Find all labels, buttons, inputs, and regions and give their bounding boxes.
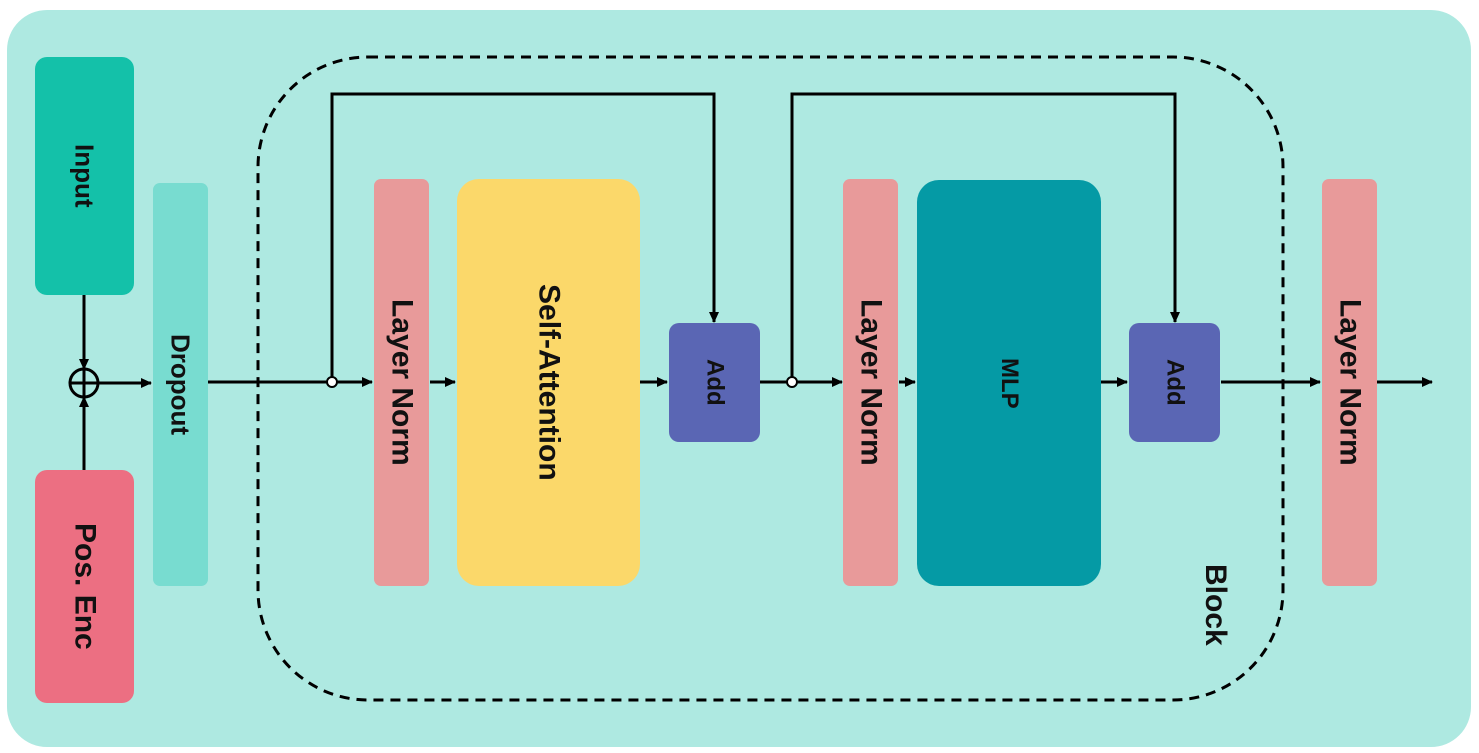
layer-norm-2-label: Layer Norm	[854, 299, 888, 466]
pos-enc-box: Pos. Enc	[35, 470, 134, 703]
input-label: Input	[69, 144, 100, 208]
block-boundary	[256, 55, 1285, 702]
input-box: Input	[35, 57, 134, 295]
self-attention-label: Self-Attention	[532, 284, 566, 481]
final-layer-norm-box: Layer Norm	[1322, 179, 1377, 586]
mlp-label: MLP	[996, 357, 1023, 409]
layer-norm-2-box: Layer Norm	[843, 179, 898, 586]
add-2-box: Add	[1129, 323, 1220, 442]
block-label-container: Block	[1195, 550, 1235, 660]
sum-icon	[68, 367, 100, 399]
dropout-label: Dropout	[165, 333, 196, 436]
layer-norm-1-box: Layer Norm	[374, 179, 429, 586]
self-attention-box: Self-Attention	[457, 179, 640, 586]
branch-point-2	[786, 376, 798, 388]
mlp-box: MLP	[917, 180, 1101, 586]
skip-connection-1	[330, 92, 719, 382]
branch-point-1	[326, 376, 338, 388]
final-layer-norm-label: Layer Norm	[1333, 299, 1367, 466]
skip-connection-2	[790, 92, 1180, 382]
block-label: Block	[1199, 564, 1232, 646]
pos-enc-label: Pos. Enc	[68, 523, 102, 650]
dropout-box: Dropout	[153, 183, 208, 586]
add-1-box: Add	[669, 323, 760, 442]
add-2-label: Add	[1161, 359, 1189, 406]
add-1-label: Add	[701, 359, 729, 406]
layer-norm-1-label: Layer Norm	[385, 299, 419, 466]
